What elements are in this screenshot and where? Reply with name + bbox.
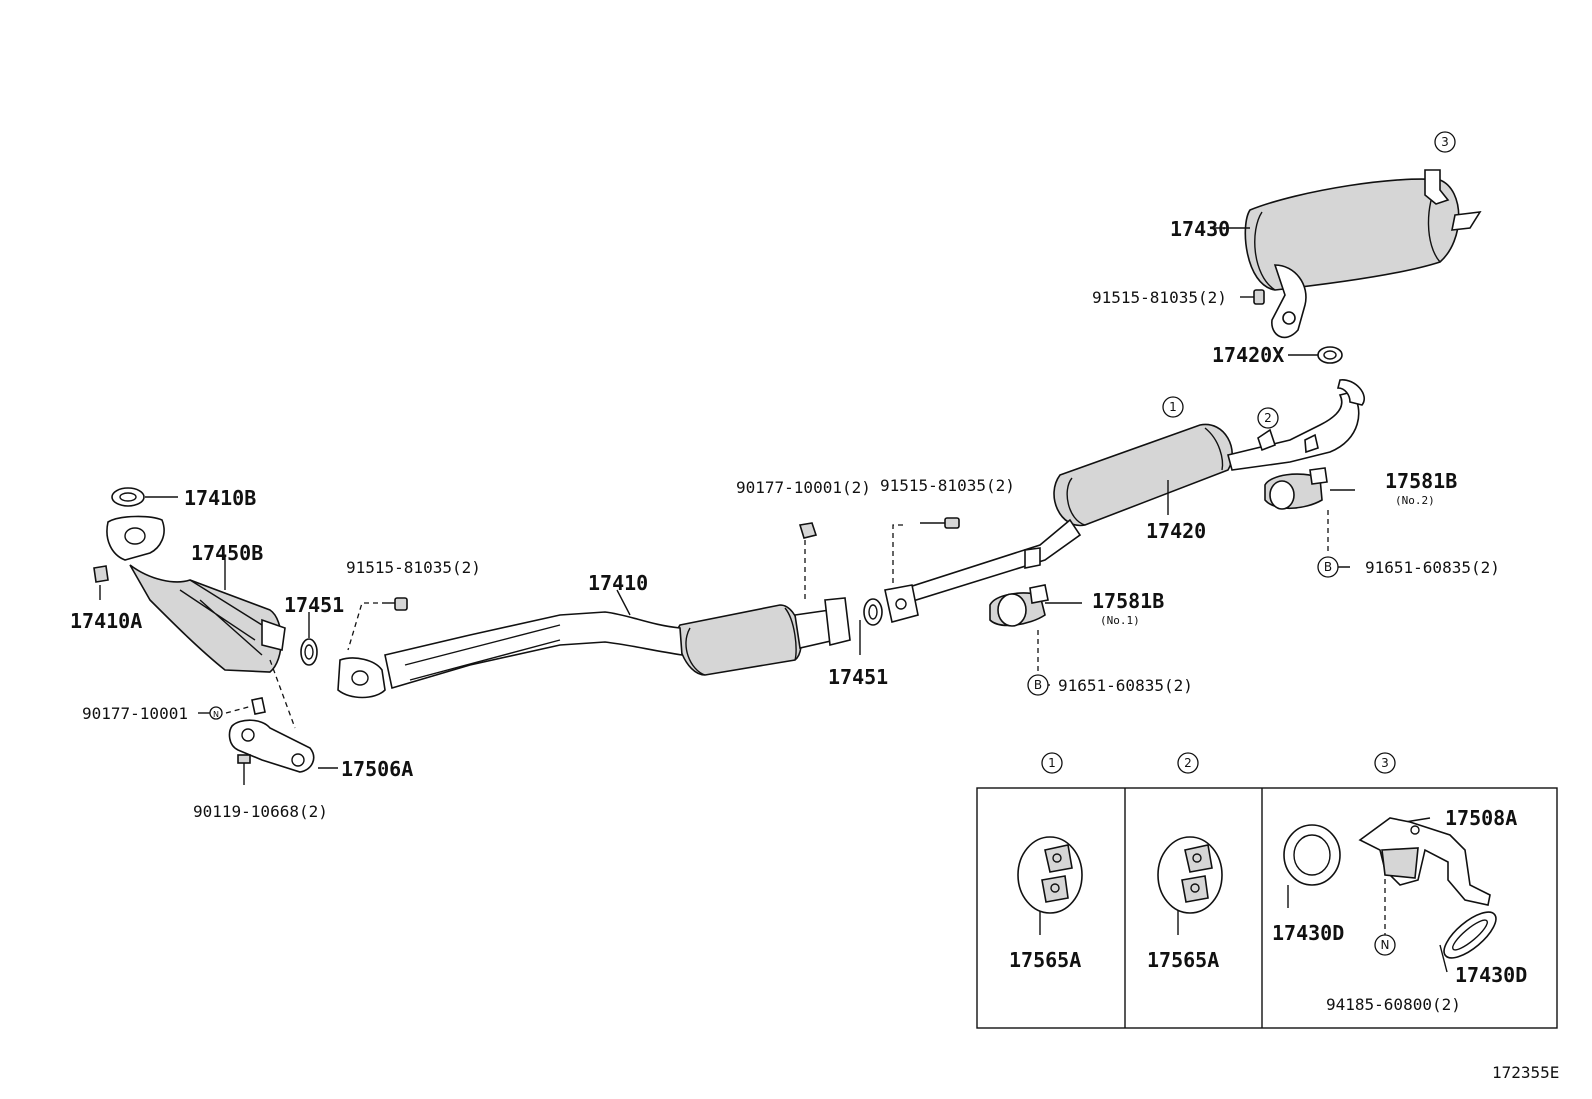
gasket-17410B[interactable] bbox=[111, 487, 145, 507]
front-pipe-17410[interactable] bbox=[337, 597, 851, 699]
label-no2: (No.2) bbox=[1395, 494, 1435, 507]
callout-3-top-text: 3 bbox=[1441, 135, 1449, 149]
hanger-17581B-no2[interactable] bbox=[1264, 467, 1328, 510]
callout-1-box-text: 1 bbox=[1048, 756, 1056, 770]
callout-3-box-text: 3 bbox=[1381, 756, 1389, 770]
label-90177-mid: 90177-10001(2) bbox=[736, 478, 871, 497]
detail-box bbox=[976, 787, 1558, 1029]
label-94185: 94185-60800(2) bbox=[1326, 995, 1461, 1014]
flange-gasket-17451-left[interactable] bbox=[300, 638, 318, 666]
label-91515-mid: 91515-81035(2) bbox=[880, 476, 1015, 495]
label-17565A-1: 17565A bbox=[1009, 948, 1081, 972]
label-no1: (No.1) bbox=[1100, 614, 1140, 627]
label-17410: 17410 bbox=[588, 571, 648, 595]
label-17581B-no1: 17581B bbox=[1092, 589, 1164, 613]
dashed-connections bbox=[225, 510, 1386, 935]
callout-1-top: 1 bbox=[1162, 396, 1184, 418]
bolt-91515-mid[interactable] bbox=[920, 517, 960, 529]
callout-b-mid: B bbox=[1027, 674, 1049, 696]
callout-b-right: B bbox=[1317, 556, 1339, 578]
callout-n-box: N bbox=[1374, 934, 1396, 956]
callout-n-box-text: N bbox=[1381, 938, 1390, 952]
callout-2-box: 2 bbox=[1177, 752, 1199, 774]
callout-n-left-text: N bbox=[213, 710, 219, 719]
bolt-91515-left[interactable] bbox=[382, 597, 408, 611]
gasket-17430D-left[interactable] bbox=[1283, 824, 1341, 886]
callout-3-box: 3 bbox=[1374, 752, 1396, 774]
label-91515-left: 91515-81035(2) bbox=[346, 558, 481, 577]
gasket-17430D-right[interactable] bbox=[1437, 904, 1503, 965]
label-17410A: 17410A bbox=[70, 609, 142, 633]
label-90119: 90119-10668(2) bbox=[193, 802, 328, 821]
insulator-17565A-1[interactable] bbox=[1017, 836, 1083, 914]
bracket-17508A[interactable] bbox=[1358, 817, 1491, 906]
flange-gasket-17451-right[interactable] bbox=[863, 598, 883, 626]
label-91651-right: 91651-60835(2) bbox=[1365, 558, 1500, 577]
callout-b-right-text: B bbox=[1324, 560, 1332, 574]
label-17430: 17430 bbox=[1170, 217, 1230, 241]
gasket-17420X[interactable] bbox=[1317, 346, 1343, 364]
bracket-17506A[interactable] bbox=[228, 697, 315, 773]
label-17420: 17420 bbox=[1146, 519, 1206, 543]
label-17410B: 17410B bbox=[184, 486, 256, 510]
callout-b-mid-text: B bbox=[1034, 678, 1042, 692]
hanger-17581B-no1[interactable] bbox=[989, 584, 1049, 627]
label-17451-right: 17451 bbox=[828, 665, 888, 689]
label-17430D-left: 17430D bbox=[1272, 921, 1344, 945]
catalytic-converter-17450B[interactable] bbox=[106, 515, 286, 673]
label-17508A: 17508A bbox=[1445, 806, 1517, 830]
callout-1-top-text: 1 bbox=[1169, 400, 1177, 414]
label-17450B: 17450B bbox=[191, 541, 263, 565]
label-90177-left: 90177-10001 bbox=[82, 704, 188, 723]
center-pipe-front-flange[interactable] bbox=[884, 584, 919, 623]
label-91651-mid: 91651-60835(2) bbox=[1058, 676, 1193, 695]
bolt-91515-top[interactable] bbox=[1240, 289, 1265, 305]
tail-muffler-17430[interactable] bbox=[1244, 169, 1482, 339]
nut-17410A[interactable] bbox=[93, 565, 109, 583]
callout-2-top: 2 bbox=[1257, 407, 1279, 429]
label-91515-top: 91515-81035(2) bbox=[1092, 288, 1227, 307]
label-17506A: 17506A bbox=[341, 757, 413, 781]
callout-2-top-text: 2 bbox=[1264, 411, 1272, 425]
bolt-90119[interactable] bbox=[237, 754, 251, 785]
callout-2-box-text: 2 bbox=[1184, 756, 1192, 770]
label-17565A-2: 17565A bbox=[1147, 948, 1219, 972]
label-17451-left: 17451 bbox=[284, 593, 344, 617]
label-17581B-no2: 17581B bbox=[1385, 469, 1457, 493]
center-pipe-17420[interactable] bbox=[899, 379, 1365, 607]
label-17430D-right: 17430D bbox=[1455, 963, 1527, 987]
callout-n-left: N bbox=[209, 706, 223, 720]
insulator-17565A-2[interactable] bbox=[1157, 836, 1223, 914]
callout-3-top: 3 bbox=[1434, 131, 1456, 153]
figure-code: 172355E bbox=[1492, 1063, 1559, 1082]
nut-90177-mid[interactable] bbox=[798, 522, 818, 539]
label-17420X: 17420X bbox=[1212, 343, 1284, 367]
callout-1-box: 1 bbox=[1041, 752, 1063, 774]
